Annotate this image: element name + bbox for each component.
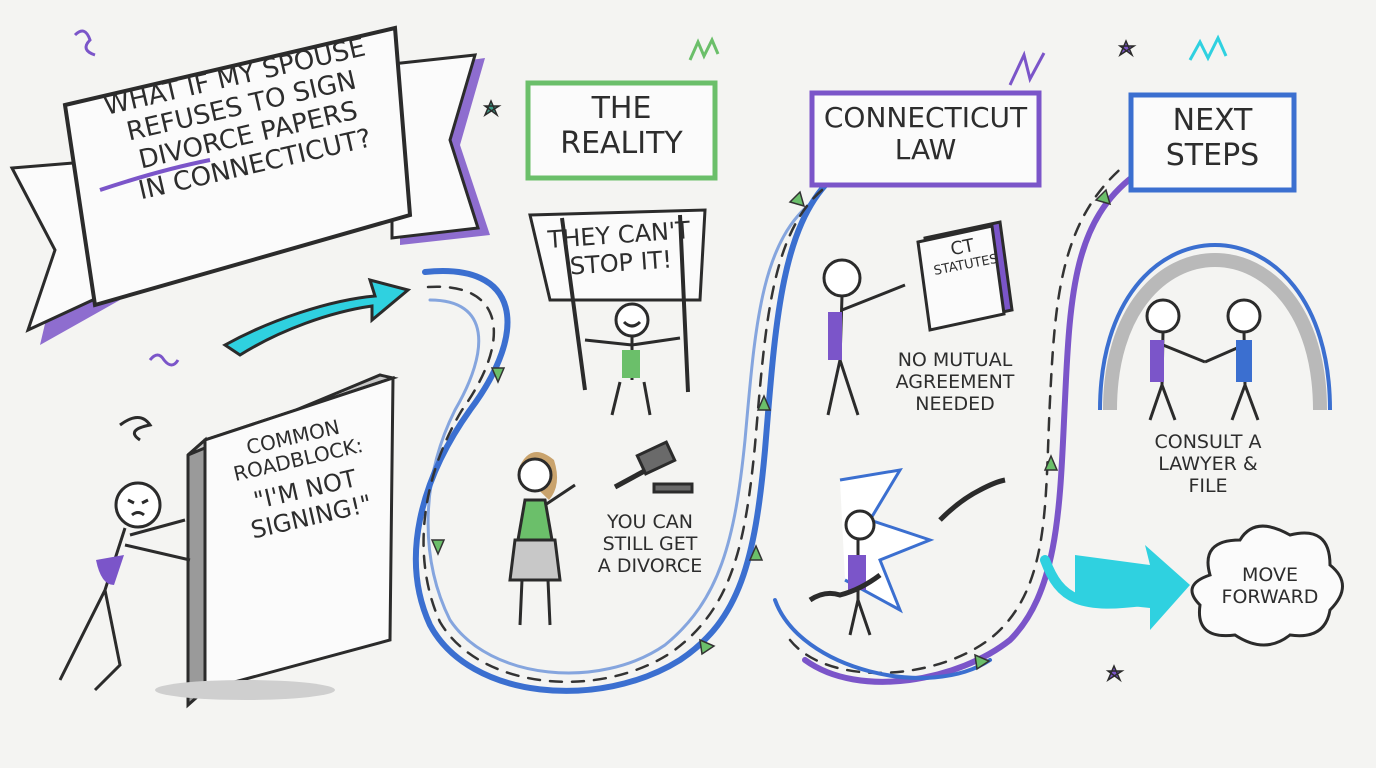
pointing-figure [822,258,906,416]
move-forward-1: MOVE [1241,564,1299,586]
law-note-2: AGREEMENT [895,370,1015,393]
next-title-2: STEPS [1165,137,1260,173]
broken-chain-figure [808,467,1006,636]
reality-title: THE REALITY [528,91,715,161]
next-title: NEXT STEPS [1131,103,1294,173]
teal-arrow [222,277,412,357]
law-title-box [809,90,1042,188]
reality-sign: THEY CAN'T STOP IT! [538,216,701,282]
roadblock-wall [155,373,399,709]
next-note-3: FILE [1188,474,1228,497]
reality-note: YOU CAN STILL GET A DIVORCE [580,511,720,578]
law-title-2: LAW [894,133,957,167]
next-note: CONSULT A LAWYER & FILE [1128,431,1288,498]
law-title-1: CONNECTICUT [823,101,1028,134]
statutes-book-icon [916,220,1014,332]
reality-note-2: STILL GET [602,532,698,555]
sign-holding-figure [528,208,707,416]
reality-note-1: YOU CAN [607,511,693,533]
reality-title-box [525,80,718,181]
lawyer-figure [508,452,576,626]
handshake-figures [1145,298,1262,421]
law-title: CONNECTICUT LAW [812,101,1039,167]
gavel-icon [613,440,694,494]
next-note-1: CONSULT A [1154,431,1262,453]
frustrated-figure [58,416,191,692]
law-note-3: NEEDED [915,392,995,415]
cyan-arrow [1075,545,1190,630]
next-title-box [1128,92,1297,193]
next-note-2: LAWYER & [1158,452,1258,475]
handshake-arch [1098,243,1332,411]
title-banner [9,25,490,345]
winding-road [412,163,1155,694]
reality-title-2: REALITY [560,125,683,161]
move-forward-2: FORWARD [1221,585,1319,608]
next-title-1: NEXT [1172,103,1253,138]
move-forward-cloud [1190,524,1344,647]
decor-doodles [73,29,1228,683]
law-note: NO MUTUAL AGREEMENT NEEDED [880,349,1030,416]
road-arrows [430,188,1112,671]
reality-title-1: THE [591,91,652,126]
law-note-1: NO MUTUAL [897,349,1013,371]
reality-note-3: A DIVORCE [597,554,703,577]
move-forward-label: MOVE FORWARD [1200,564,1340,609]
